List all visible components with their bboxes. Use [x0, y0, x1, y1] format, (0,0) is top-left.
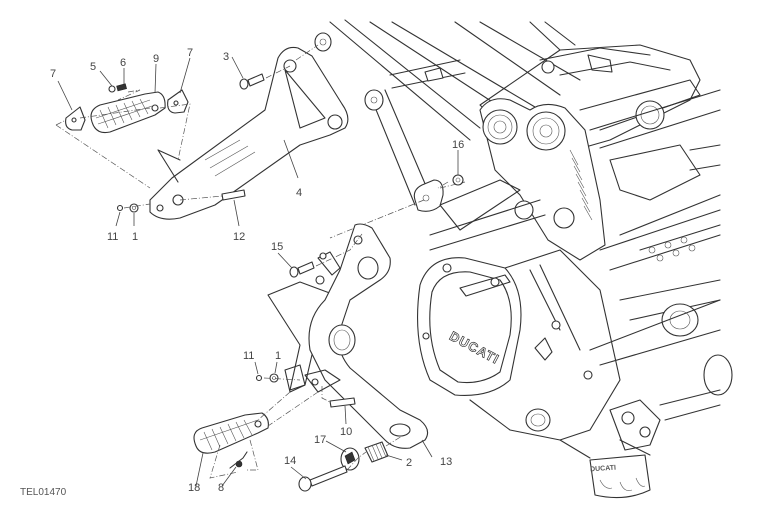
- rear-footpeg-bracket: [149, 46, 349, 220]
- assembly-lines: [55, 44, 449, 479]
- frame-tubes: [314, 19, 581, 239]
- callout-10: 10: [340, 426, 352, 438]
- fasteners: [116, 73, 464, 492]
- callout-17: 17: [314, 434, 326, 446]
- callout-11: 11: [243, 350, 254, 362]
- rear-footpeg: [90, 91, 166, 134]
- callouts: 7 5 6 9 7 3 4 16 11 1 12 15 11 1 10 13 1…: [50, 47, 464, 494]
- reference-code: TEL01470: [20, 487, 67, 498]
- callout-13: 13: [440, 456, 452, 468]
- leader-lines: [57, 56, 459, 487]
- callout-3: 3: [223, 51, 229, 63]
- return-spring: [229, 451, 248, 469]
- callout-15: 15: [271, 241, 283, 253]
- callout-4: 4: [296, 187, 302, 199]
- callout-9: 9: [153, 53, 159, 65]
- detent-spring: [116, 83, 127, 92]
- callout-1: 1: [275, 350, 281, 362]
- callout-7: 7: [50, 68, 56, 80]
- callout-12: 12: [233, 231, 245, 243]
- engine-block: DUCATI DUCATI: [416, 44, 733, 499]
- callout-5: 5: [90, 61, 96, 73]
- callout-6: 6: [120, 57, 126, 69]
- detent-ball: [108, 85, 116, 93]
- oil-filter-logo: DUCATI: [590, 465, 616, 474]
- callout-2: 2: [406, 457, 412, 469]
- front-footpeg: [193, 412, 269, 454]
- callout-16: 16: [452, 139, 464, 151]
- callout-18: 18: [188, 482, 200, 494]
- front-footpeg-bracket: [267, 223, 429, 449]
- callout-7: 7: [187, 47, 193, 59]
- callout-1: 1: [132, 231, 138, 243]
- callout-11: 11: [107, 231, 118, 243]
- callout-14: 14: [284, 455, 296, 467]
- callout-8: 8: [218, 482, 224, 494]
